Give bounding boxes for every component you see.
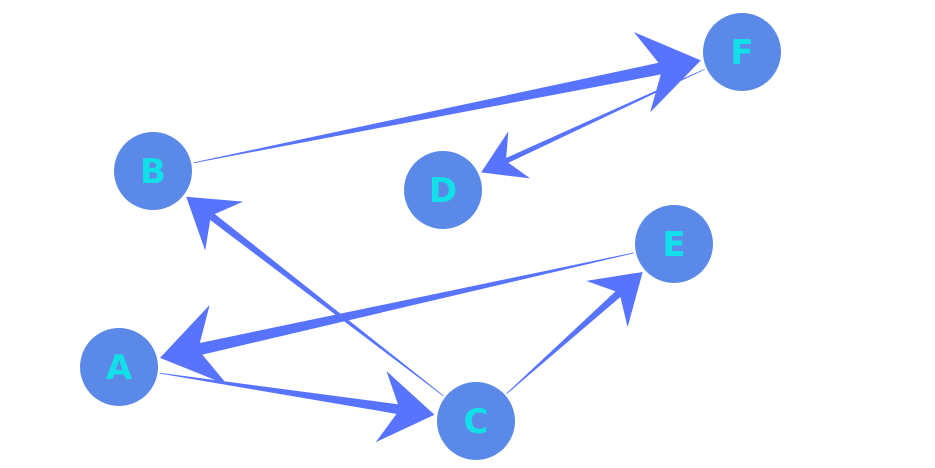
node-label: B xyxy=(140,152,166,192)
node-label: C xyxy=(464,402,489,442)
edge-B-F xyxy=(193,32,701,164)
edge-E-A xyxy=(160,252,635,385)
node-circle xyxy=(635,205,713,283)
edge-shaft xyxy=(193,62,664,164)
node-circle xyxy=(404,151,482,229)
edge-C-E xyxy=(506,271,643,394)
node-B: B xyxy=(114,132,192,210)
edge-A-C xyxy=(159,371,435,443)
edge-shaft xyxy=(504,68,705,164)
edge-F-D xyxy=(481,68,705,179)
edge-shaft xyxy=(196,252,635,356)
arrowhead-icon xyxy=(481,131,531,179)
node-A: A xyxy=(80,328,158,406)
edge-shaft xyxy=(506,289,622,394)
node-circle xyxy=(80,328,158,406)
arrowhead-icon xyxy=(160,304,228,385)
node-F: F xyxy=(703,13,781,91)
node-circle xyxy=(703,13,781,91)
node-label: A xyxy=(106,348,133,388)
node-circle xyxy=(437,382,515,460)
node-label: D xyxy=(429,171,457,211)
edge-C-B xyxy=(186,196,444,397)
edge-shaft xyxy=(208,212,444,397)
arrowhead-icon xyxy=(586,271,643,328)
node-C: C xyxy=(437,382,515,460)
arrowhead-icon xyxy=(633,32,701,113)
arrowhead-icon xyxy=(375,371,435,443)
node-circle xyxy=(114,132,192,210)
node-D: D xyxy=(404,151,482,229)
node-label: E xyxy=(662,225,685,265)
arrowhead-icon xyxy=(186,196,244,251)
node-E: E xyxy=(635,205,713,283)
node-label: F xyxy=(730,33,753,73)
edge-shaft xyxy=(159,372,401,415)
